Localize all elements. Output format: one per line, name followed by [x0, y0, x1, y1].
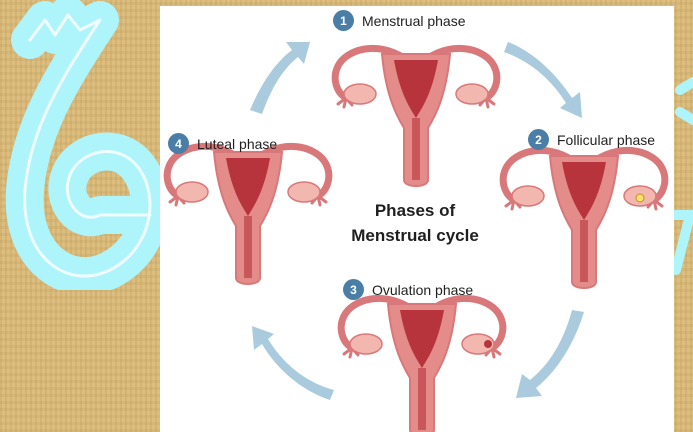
phase-label-ovulation: 3 Ovulation phase [343, 279, 473, 300]
phase-name: Luteal phase [197, 136, 277, 152]
uterus-luteal-icon [167, 146, 329, 284]
phase-number-badge: 1 [333, 10, 354, 31]
phase-number-badge: 2 [528, 129, 549, 150]
egg-release-icon [484, 340, 492, 348]
title-line-1: Phases of [330, 198, 500, 223]
diagram-title: Phases of Menstrual cycle [330, 198, 500, 248]
follicle-icon [636, 194, 644, 202]
uterus-follicular-icon [503, 150, 665, 288]
phase-name: Menstrual phase [362, 13, 466, 29]
uterus-ovulation-icon [341, 298, 503, 432]
phase-label-luteal: 4 Luteal phase [168, 133, 277, 154]
phase-label-follicular: 2 Follicular phase [528, 129, 655, 150]
phase-number-badge: 4 [168, 133, 189, 154]
phase-number-badge: 3 [343, 279, 364, 300]
phase-name: Follicular phase [557, 132, 655, 148]
uterus-menstrual-icon [335, 48, 497, 186]
title-line-2: Menstrual cycle [330, 223, 500, 248]
phase-name: Ovulation phase [372, 282, 473, 298]
phase-label-menstrual: 1 Menstrual phase [333, 10, 466, 31]
